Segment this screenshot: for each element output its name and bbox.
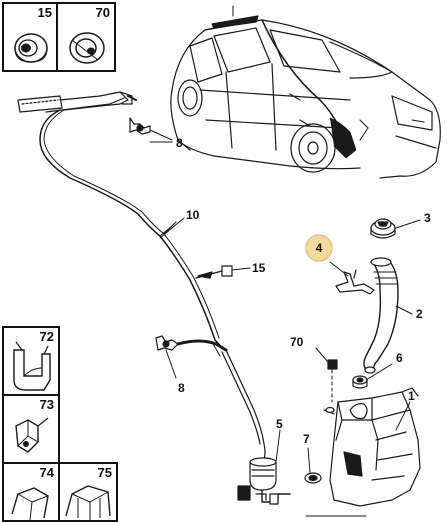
grommet-70-icon	[69, 32, 105, 64]
clip-72-icon	[13, 341, 51, 391]
inset-label-74: 74	[39, 465, 54, 480]
inset-box-75: 75	[58, 462, 118, 522]
callout-7: 7	[303, 432, 310, 446]
inset-box-73: 73	[2, 394, 60, 464]
inset-box-74: 74	[2, 462, 60, 522]
callout-2: 2	[416, 307, 423, 321]
callout-4: 4	[316, 241, 323, 255]
callout-8-upper: 8	[176, 136, 183, 150]
hose-10	[39, 109, 227, 351]
callout-3: 3	[424, 211, 431, 225]
callout-15: 15	[252, 261, 266, 275]
marker-15	[221, 265, 233, 277]
seal-7	[304, 472, 322, 484]
bracket-4	[335, 269, 375, 295]
callout-8-lower: 8	[178, 381, 185, 395]
highlight-circle-4	[305, 234, 333, 262]
clip-74-icon	[11, 487, 49, 521]
clip-8-lower	[155, 335, 228, 357]
inset-label-72: 72	[39, 329, 54, 344]
callout-5: 5	[276, 417, 283, 431]
inset-box-70: 70	[56, 2, 116, 72]
callout-6: 6	[396, 351, 403, 365]
clip-8-upper	[129, 117, 173, 141]
inset-box-15: 15	[2, 2, 58, 72]
inset-label-70: 70	[95, 5, 110, 20]
clip-73-icon	[15, 417, 49, 453]
clip-75-icon	[65, 485, 111, 520]
grommet-6	[352, 375, 368, 389]
washer-jet-assembly	[17, 91, 137, 113]
marker-70	[327, 359, 338, 403]
grommet-15-icon	[14, 33, 48, 63]
callout-1: 1	[408, 389, 415, 403]
filler-cap	[370, 218, 396, 239]
inset-label-75: 75	[97, 465, 112, 480]
washer-pump	[237, 457, 291, 505]
inset-label-73: 73	[39, 397, 54, 412]
washer-tank	[323, 387, 421, 507]
callout-70: 70	[290, 335, 304, 349]
inset-label-15: 15	[37, 5, 52, 20]
car-illustration	[170, 5, 441, 179]
filler-pipe	[363, 257, 399, 374]
callout-10: 10	[186, 208, 200, 222]
